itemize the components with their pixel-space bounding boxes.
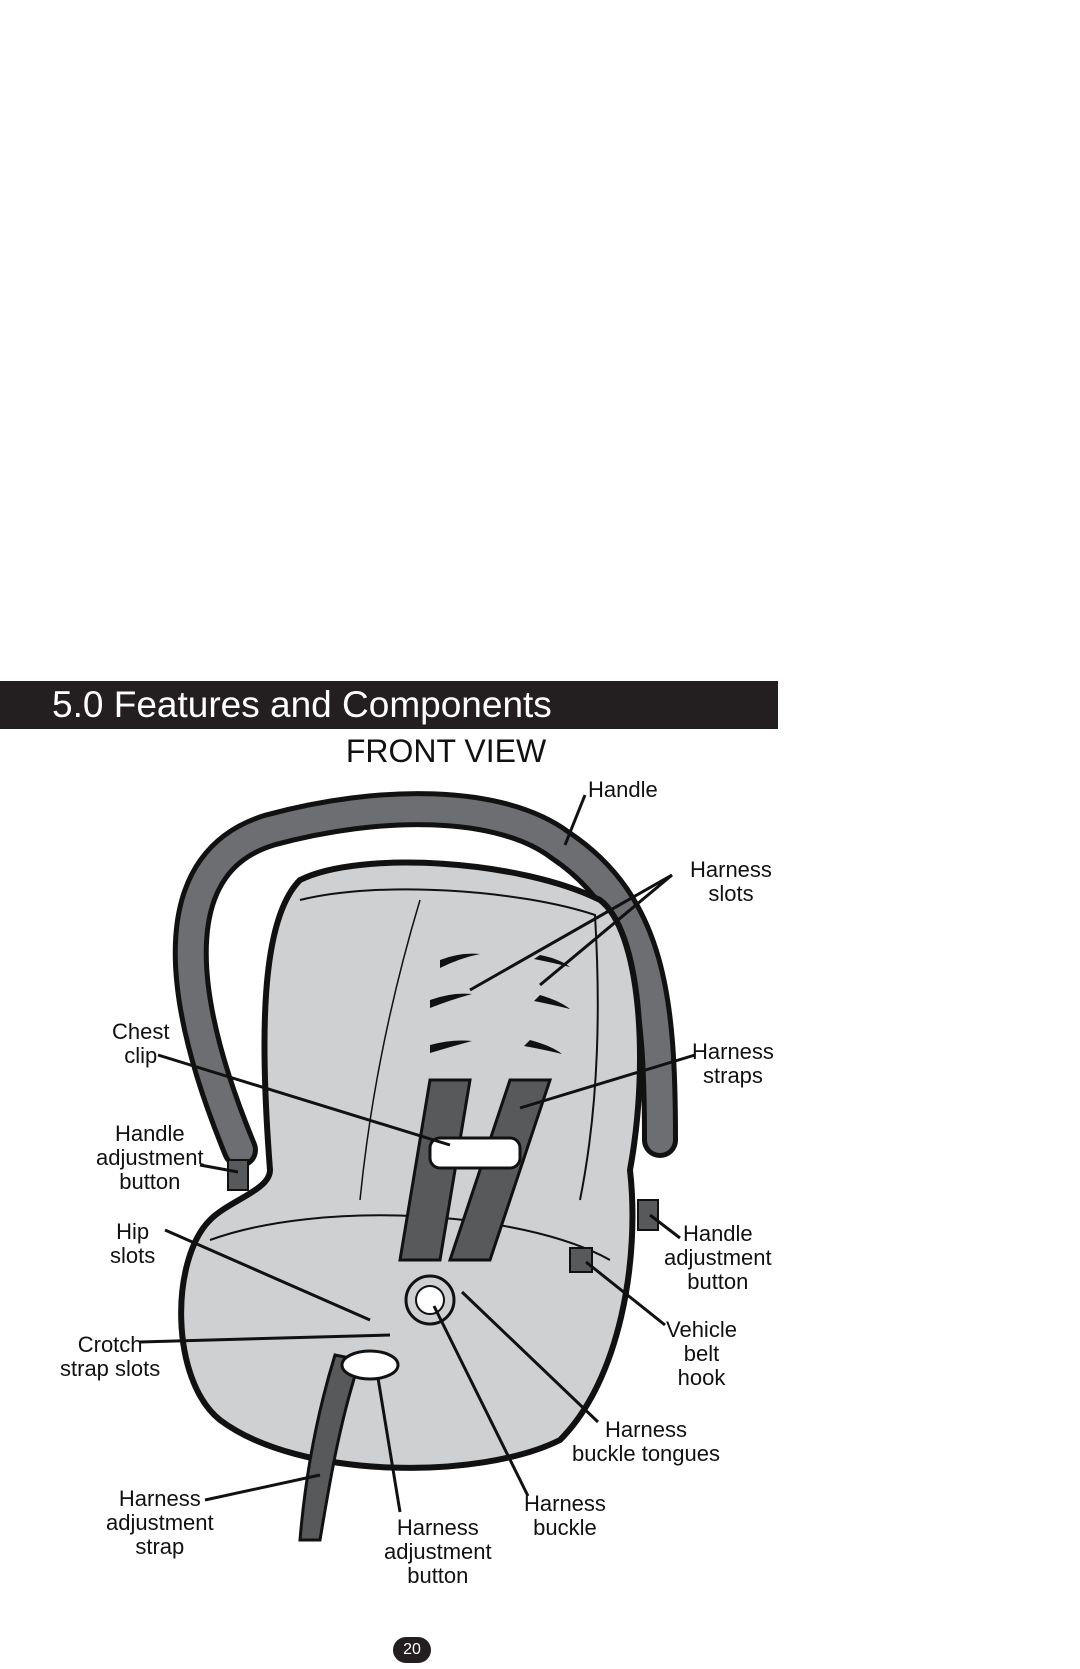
chest-clip-label: Chest clip xyxy=(112,1019,170,1068)
harness-buckle-tongues-label: Harness buckle tongues xyxy=(572,1417,720,1466)
vehicle-belt-hook xyxy=(569,1247,593,1273)
handle-bar-inner xyxy=(177,796,673,1163)
harness-strap-left xyxy=(398,1078,472,1262)
harness-slot-marks xyxy=(430,953,570,1054)
handle-adjustment-button-right xyxy=(637,1199,659,1231)
harness-adjustment-strap-label: Harness adjustment strap xyxy=(106,1486,214,1559)
harness-buckle-label: Harness buckle xyxy=(524,1491,606,1540)
seat-shell xyxy=(178,859,643,1471)
crotch-strap-slots-label: Crotch strap slots xyxy=(60,1332,161,1381)
harness-adjustment-button-label: Harness adjustment button xyxy=(384,1515,492,1588)
section-header-bar: 5.0 Features and Components xyxy=(0,681,778,729)
handle-adjustment-button-left-label: Handle adjustment button xyxy=(96,1121,204,1194)
harness-strap-right xyxy=(447,1078,553,1262)
page-number: 20 xyxy=(393,1637,431,1663)
chest-clip xyxy=(428,1136,522,1170)
seat-pad xyxy=(299,888,599,1201)
seat-pad-line xyxy=(359,899,421,1201)
harness-adjustment-strap xyxy=(298,1353,362,1542)
harness-adjustment-opening xyxy=(340,1349,400,1381)
handle-label: Handle xyxy=(588,777,658,802)
view-title: FRONT VIEW xyxy=(345,733,547,769)
section-title: 5.0 Features and Components xyxy=(52,684,552,725)
hip-slots-label: Hip slots xyxy=(110,1219,156,1268)
harness-straps-label: Harness straps xyxy=(692,1039,774,1088)
vehicle-belt-hook-label: Vehicle belt hook xyxy=(666,1317,737,1390)
leader-lines xyxy=(139,794,696,1513)
handle-adjustment-button-left xyxy=(227,1159,249,1191)
handle-adjustment-button-right-label: Handle adjustment button xyxy=(664,1221,772,1294)
harness-slots-label: Harness slots xyxy=(690,857,772,906)
